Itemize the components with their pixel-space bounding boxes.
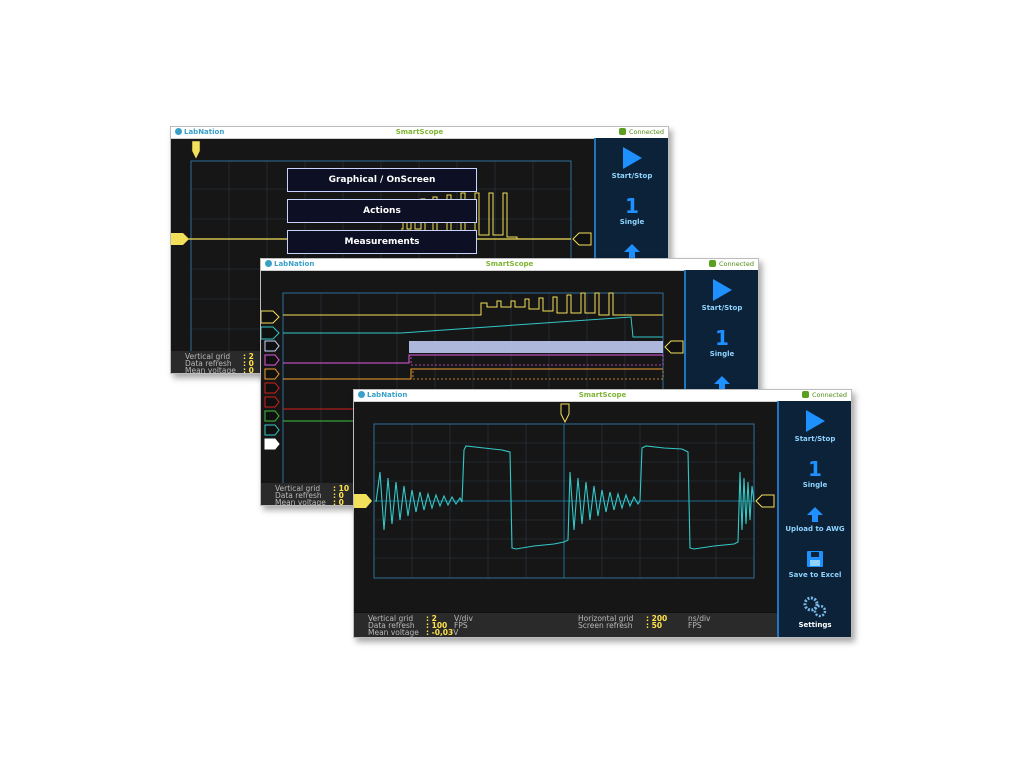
connection-status: Connected	[618, 127, 664, 138]
ch2-trace	[283, 316, 663, 338]
data-refresh-value: : 0	[333, 491, 344, 500]
digital-marker-1[interactable]	[264, 354, 280, 366]
digital-bus-3	[412, 368, 664, 380]
trigger-level-marker[interactable]	[755, 494, 775, 508]
digital-marker-3[interactable]	[264, 382, 280, 394]
connected-check-icon	[618, 128, 626, 135]
labnation-logo-icon	[175, 128, 182, 135]
screen-refresh-value: : 50	[646, 621, 663, 630]
connected-check-icon	[708, 260, 716, 267]
ch2-offset-marker[interactable]	[261, 326, 280, 340]
control-sidebar: Start/Stop 1 Single Upload to AWG Save t…	[777, 401, 851, 637]
menu-graphical-onscreen[interactable]: Graphical / OnScreen	[287, 168, 477, 192]
mean-voltage-value: : 0	[333, 498, 344, 506]
trigger-level-marker[interactable]	[664, 340, 684, 354]
upload-arrow-icon	[807, 507, 823, 522]
scope-plot[interactable]	[354, 402, 777, 612]
upload-arrow-icon	[624, 244, 640, 259]
mean-voltage-value: : 0	[243, 366, 254, 374]
single-shot-icon: 1	[625, 194, 639, 216]
ch1-offset-marker[interactable]	[171, 233, 189, 245]
labnation-logo-icon	[358, 391, 365, 398]
labnation-logo-icon	[265, 260, 272, 267]
title-bar: LabNation SmartScope Connected	[171, 127, 668, 139]
connection-status: Connected	[708, 259, 754, 270]
horizontal-grid-value: : 200	[646, 614, 668, 623]
digital-marker-7[interactable]	[264, 438, 280, 450]
save-excel-button[interactable]: Save to Excel	[779, 549, 851, 579]
app-title: SmartScope	[485, 260, 534, 268]
title-bar: LabNation SmartScope Connected	[261, 259, 758, 271]
upload-awg-button[interactable]	[596, 242, 668, 262]
vertical-grid-value: : 2	[426, 614, 437, 623]
labnation-logo: LabNation	[175, 127, 224, 138]
play-icon	[806, 410, 825, 432]
data-refresh-value: : 100	[426, 621, 448, 630]
svg-text:1: 1	[715, 326, 729, 348]
ch1-offset-marker[interactable]	[261, 310, 280, 324]
menu-actions[interactable]: Actions	[287, 199, 477, 223]
vertical-grid-value: : 10	[333, 484, 350, 493]
upload-awg-button[interactable]	[686, 374, 758, 394]
start-stop-button[interactable]: Start/Stop	[779, 409, 851, 443]
digital-marker-5[interactable]	[264, 410, 280, 422]
digital-bus-2	[410, 354, 664, 366]
menu-measurements[interactable]: Measurements	[287, 230, 477, 254]
svg-text:1: 1	[808, 457, 822, 479]
ch1-trace	[283, 292, 663, 316]
svg-text:1: 1	[625, 194, 639, 216]
labnation-logo: LabNation	[265, 259, 314, 270]
connection-status: Connected	[801, 390, 847, 401]
start-stop-button[interactable]: Start/Stop	[686, 278, 758, 312]
title-bar: LabNation SmartScope Connected	[354, 390, 851, 402]
app-title: SmartScope	[395, 128, 444, 136]
trigger-marker-top[interactable]	[560, 403, 570, 424]
play-icon	[623, 147, 642, 169]
single-button[interactable]: 1 Single	[802, 457, 828, 489]
single-shot-icon: 1	[715, 326, 729, 348]
ch1-trace	[375, 445, 755, 550]
upload-arrow-icon	[714, 376, 730, 391]
connected-check-icon	[801, 391, 809, 398]
labnation-logo: LabNation	[358, 390, 407, 401]
digital-bus-1	[409, 341, 663, 353]
settings-button[interactable]: Settings	[779, 595, 851, 629]
start-stop-button[interactable]: Start/Stop	[596, 146, 668, 180]
digital-marker-2[interactable]	[264, 368, 280, 380]
play-icon	[713, 279, 732, 301]
mean-voltage-value: : -0,03	[426, 628, 454, 637]
vertical-grid-value: : 2	[243, 352, 254, 361]
floppy-disk-icon	[807, 551, 823, 567]
digital-marker-6[interactable]	[264, 424, 280, 436]
ch1-offset-marker[interactable]	[354, 494, 372, 508]
gears-icon	[803, 596, 827, 618]
trigger-level-marker[interactable]	[572, 232, 592, 246]
trigger-marker-top[interactable]	[191, 140, 201, 160]
digital-marker-4[interactable]	[264, 396, 280, 408]
status-bar: Vertical grid : 2 V/div Data refresh : 1…	[354, 613, 777, 637]
upload-awg-button[interactable]: Upload to AWG	[779, 505, 851, 533]
single-shot-icon: 1	[808, 457, 822, 479]
scope-window-3: LabNation SmartScope Connected Start/Sto…	[353, 389, 852, 638]
app-title: SmartScope	[578, 391, 627, 399]
single-button[interactable]: 1 Single	[709, 326, 735, 358]
data-refresh-value: : 0	[243, 359, 254, 368]
single-button[interactable]: 1 Single	[619, 194, 645, 226]
digital-marker-0[interactable]	[264, 340, 280, 352]
